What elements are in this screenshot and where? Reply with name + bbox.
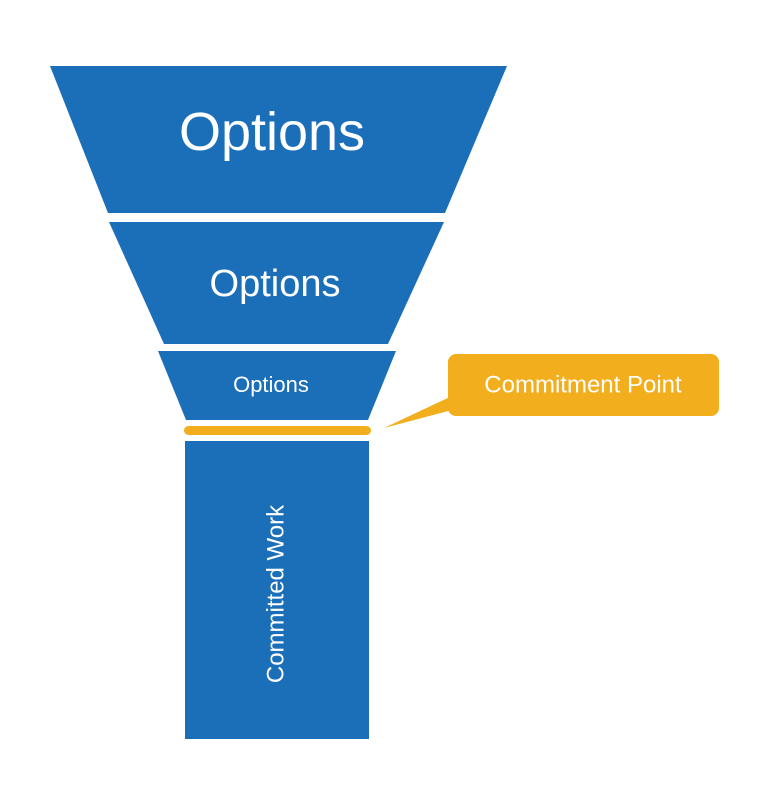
funnel-stage-1: Options xyxy=(50,66,507,213)
commitment-point-callout: Commitment Point xyxy=(384,354,719,428)
callout-box xyxy=(448,354,719,416)
commitment-point-bar xyxy=(184,426,371,435)
funnel-stage-2-shape xyxy=(109,222,444,344)
callout-pointer xyxy=(384,396,452,428)
funnel-stage-2: Options xyxy=(109,222,444,344)
funnel-stage-1-label: Options xyxy=(179,102,365,162)
callout-label: Commitment Point xyxy=(484,371,682,398)
funnel-stage-3-label: Options xyxy=(233,372,309,397)
committed-work-label: Committed Work xyxy=(262,504,289,683)
funnel-stage-3-shape xyxy=(158,351,396,420)
committed-work-column: Committed Work xyxy=(185,441,369,739)
funnel-stage-1-shape xyxy=(50,66,507,213)
funnel-stage-3: Options xyxy=(158,351,396,420)
funnel-stage-2-label: Options xyxy=(210,263,341,305)
committed-work-shape xyxy=(185,441,369,739)
